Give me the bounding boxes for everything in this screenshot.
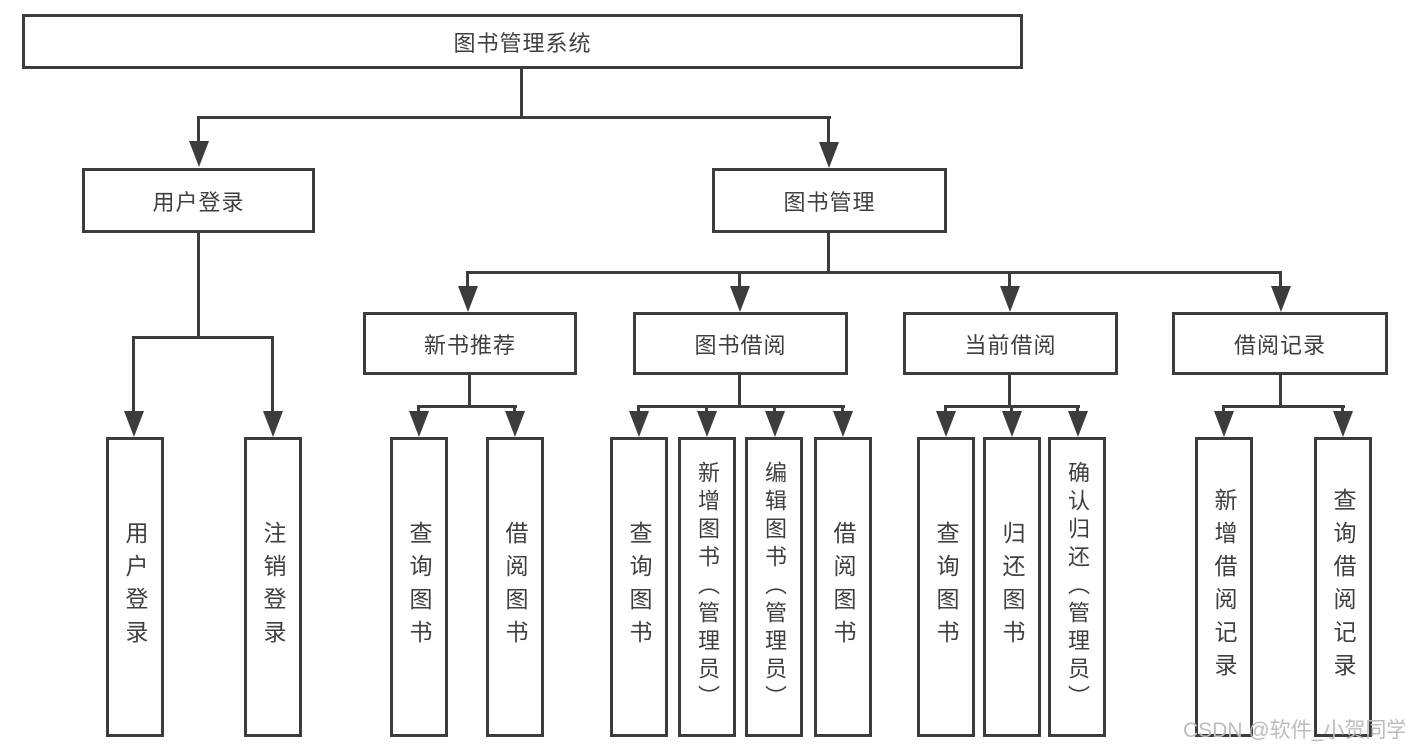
node-user-login: 用户登录 (82, 168, 315, 233)
arrow-down-icon (936, 411, 956, 437)
arrow-down-icon (263, 411, 283, 437)
arrow-down-icon (124, 411, 144, 437)
connector-hline (132, 336, 274, 339)
connector-hline (466, 271, 1282, 274)
connector-vline (468, 373, 471, 407)
leaf-records-add-record: 新增借阅记录 (1195, 437, 1253, 737)
connector-vline (520, 67, 523, 119)
connector-hline (1222, 405, 1345, 408)
leaf-borrowing-query-books: 查询图书 (610, 437, 668, 737)
leaf-current-query-books: 查询图书 (917, 437, 975, 737)
arrow-down-icon (1002, 411, 1022, 437)
connector-vline (1008, 373, 1011, 407)
connector-vline (466, 273, 469, 289)
arrow-down-icon (1068, 411, 1088, 437)
connector-vline (1008, 273, 1011, 289)
leaf-recommend-borrow-books: 借阅图书 (486, 437, 544, 737)
node-new-book-recommend: 新书推荐 (363, 312, 577, 375)
connector-hline (637, 405, 845, 408)
connector-vline (738, 273, 741, 289)
connector-vline (1279, 373, 1282, 407)
node-root: 图书管理系统 (22, 14, 1023, 69)
connector-vline (271, 338, 274, 414)
leaf-user-login: 用户登录 (106, 437, 164, 737)
node-book-borrowing: 图书借阅 (633, 312, 848, 375)
arrow-down-icon (629, 411, 649, 437)
arrow-down-icon (1271, 286, 1291, 312)
arrow-down-icon (819, 142, 839, 168)
connector-hline (197, 116, 831, 119)
leaf-recommend-query-books: 查询图书 (390, 437, 448, 737)
leaf-current-return-books: 归还图书 (983, 437, 1041, 737)
leaf-current-confirm-return-admin: 确认归还（管理员） (1048, 437, 1106, 737)
arrow-down-icon (505, 411, 525, 437)
connector-vline (197, 118, 200, 146)
connector-hline (417, 405, 517, 408)
arrow-down-icon (697, 411, 717, 437)
arrow-down-icon (730, 286, 750, 312)
leaf-borrowing-edit-books-admin: 编辑图书（管理员） (745, 437, 803, 737)
node-current-borrowing: 当前借阅 (903, 312, 1118, 375)
connector-vline (197, 230, 200, 338)
connector-vline (827, 118, 830, 146)
arrow-down-icon (1214, 411, 1234, 437)
leaf-logout: 注销登录 (244, 437, 302, 737)
connector-hline (944, 405, 1080, 408)
arrow-down-icon (189, 141, 209, 167)
arrow-down-icon (1333, 411, 1353, 437)
connector-vline (132, 338, 135, 414)
arrow-down-icon (765, 411, 785, 437)
arrow-down-icon (1000, 286, 1020, 312)
csdn-watermark: CSDN @软件_小贺同学 (1183, 719, 1405, 742)
connector-vline (827, 231, 830, 273)
node-book-management: 图书管理 (712, 168, 947, 233)
leaf-borrowing-add-books-admin: 新增图书（管理员） (678, 437, 736, 737)
arrow-down-icon (458, 286, 478, 312)
connector-vline (1279, 273, 1282, 289)
leaf-borrowing-borrow-books: 借阅图书 (814, 437, 872, 737)
node-borrowing-records: 借阅记录 (1172, 312, 1388, 375)
arrow-down-icon (833, 411, 853, 437)
arrow-down-icon (409, 411, 429, 437)
leaf-records-query-record: 查询借阅记录 (1314, 437, 1372, 737)
connector-vline (738, 373, 741, 407)
